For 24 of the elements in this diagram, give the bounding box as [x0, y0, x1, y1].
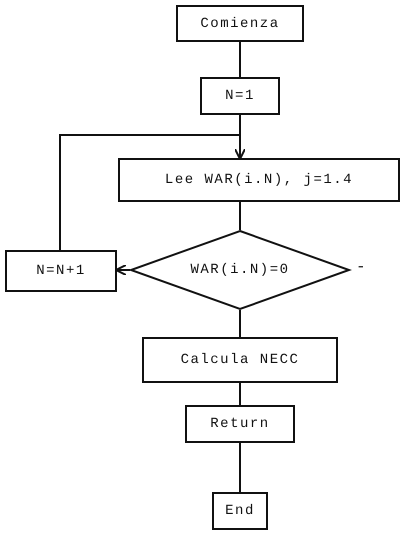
process-box — [176, 5, 304, 42]
node-text: WAR(i.N)=0 — [190, 262, 290, 278]
process-box — [142, 337, 338, 383]
node-text: N=1 — [225, 88, 255, 104]
node-text: Calcula NECC — [180, 352, 300, 368]
node-text: End — [225, 503, 255, 519]
arrow — [115, 264, 130, 276]
dash-mark: - — [356, 258, 366, 276]
node-text: N=N+1 — [36, 263, 86, 279]
process-box — [185, 405, 295, 443]
node-text: Lee WAR(i.N), j=1.4 — [164, 172, 354, 188]
connector-line — [239, 443, 241, 492]
process-box — [212, 492, 268, 530]
node-text: Return — [210, 416, 270, 432]
decision-diamond — [130, 230, 350, 310]
connector-line — [239, 42, 241, 77]
node-text: Comienza — [200, 16, 280, 32]
connector-line — [239, 202, 241, 230]
process-box — [118, 158, 400, 202]
process-box — [5, 250, 117, 292]
process-box — [200, 77, 280, 115]
connector-line — [239, 310, 241, 337]
arrow — [59, 134, 246, 250]
connector-line — [239, 383, 241, 405]
